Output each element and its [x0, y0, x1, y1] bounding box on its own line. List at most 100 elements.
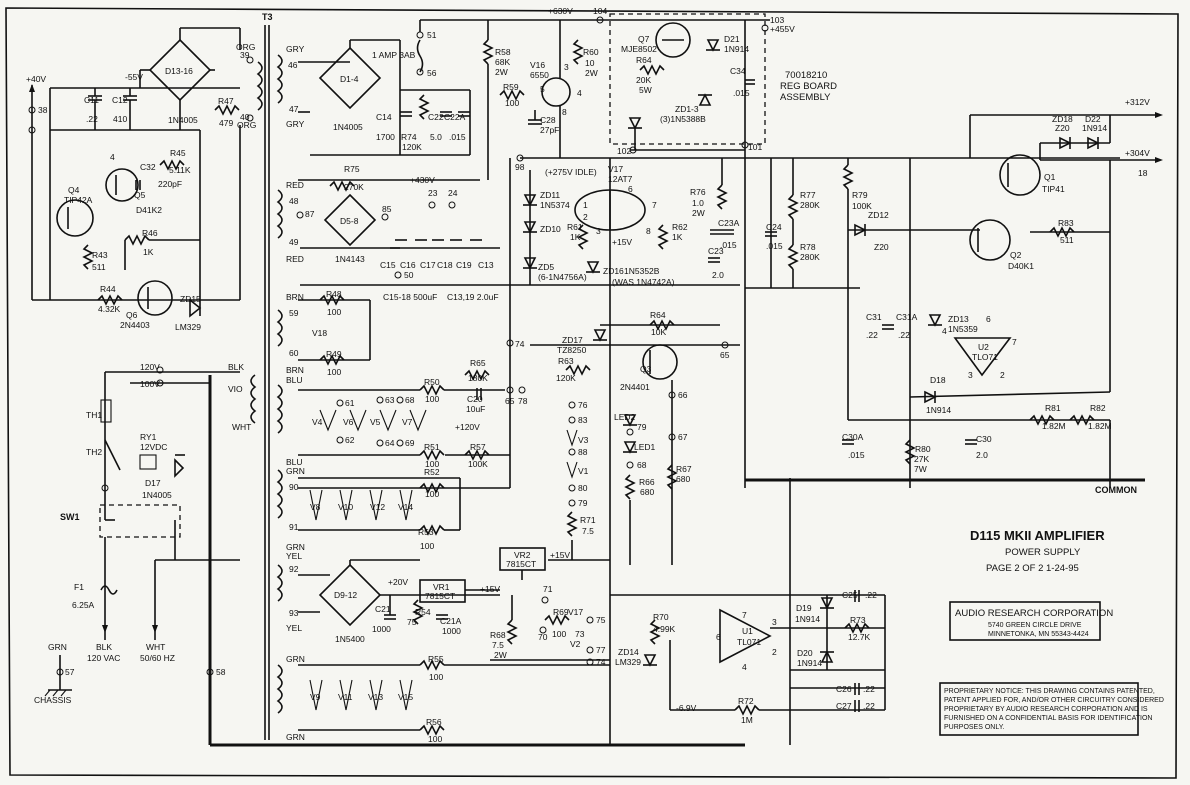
- label-r70v: 4.99K: [653, 624, 676, 634]
- label-c21av: 1000: [442, 626, 461, 636]
- label-r73v: 12.7K: [848, 632, 871, 642]
- bridge-d1-4: [318, 46, 382, 110]
- label-line4: FURNISHED ON A CONFIDENTIAL BASIS FOR ID…: [944, 715, 1152, 722]
- label-r80w: 7W: [914, 464, 927, 474]
- label-r62: R62: [672, 222, 688, 232]
- label-c19: C19: [456, 260, 472, 270]
- label-c12: C12: [112, 95, 128, 105]
- label-t5: 5: [540, 84, 545, 94]
- label-d13: D13-16: [165, 66, 193, 76]
- label-r83v: 511: [1060, 235, 1074, 245]
- label-t8: 8: [562, 107, 567, 117]
- label-r67: R67: [676, 464, 692, 474]
- label-ry1: RY1: [140, 432, 157, 442]
- label-t3: 3: [564, 62, 569, 72]
- label-t3: 3: [596, 226, 601, 236]
- label-r75: R75: [344, 164, 360, 174]
- page-number: PAGE 2 OF 2 1-24-95: [986, 563, 1079, 574]
- label-p20: +20V: [388, 577, 408, 587]
- label-t7: 7: [652, 200, 657, 210]
- label-grnyel: GRN: [286, 542, 305, 552]
- label-d58: D5-8: [340, 216, 359, 226]
- label-t79: 79: [637, 422, 647, 432]
- opamp-u1: [719, 608, 772, 664]
- label-t91: 91: [289, 522, 299, 532]
- label-r52: R52: [424, 467, 440, 477]
- label-u2v: TLO71: [972, 352, 998, 362]
- label-t74b: 74: [596, 657, 606, 667]
- label-r72: R72: [738, 696, 754, 706]
- label-common: COMMON: [1095, 485, 1137, 495]
- label-zd5: (6-1N4756A): [538, 272, 587, 282]
- label-c34: C34: [730, 66, 746, 76]
- label-r68v: 7.5: [492, 640, 504, 650]
- label-r79v: 100K: [852, 201, 872, 211]
- label-c34v: .015: [733, 88, 750, 98]
- label-d912v: 1N5400: [335, 634, 365, 644]
- label-v3: V3: [578, 435, 589, 445]
- label-t61: 61: [345, 398, 355, 408]
- label-redA: RED: [286, 180, 304, 190]
- label-c17: C17: [420, 260, 436, 270]
- label-v17v: 12AT7: [608, 174, 633, 184]
- label-r81: R81: [1045, 403, 1061, 413]
- label-r55v: 100: [429, 672, 443, 682]
- label-t6: 6: [716, 632, 721, 642]
- label-r48: R48: [326, 289, 342, 299]
- label-t87: 87: [305, 209, 315, 219]
- label-r53: R53: [418, 527, 434, 537]
- label-p430: +430V: [410, 175, 435, 185]
- label-address1: 5740 GREEN CIRCLE DRIVE: [988, 622, 1082, 629]
- label-f1: F1: [74, 582, 84, 592]
- label-r74v: 120K: [402, 142, 422, 152]
- label-c13_19: C13,19 2.0uF: [447, 292, 499, 302]
- label-line1: 70018210: [785, 70, 827, 81]
- label-v1: V1: [578, 466, 589, 476]
- label-c27v: .22: [863, 701, 875, 711]
- label-r79: R79: [852, 190, 868, 200]
- label-zd11v: 1N5374: [540, 200, 570, 210]
- label-t85: 85: [382, 204, 392, 214]
- label-c22av: .015: [449, 132, 466, 142]
- label-v18: V18: [312, 328, 327, 338]
- label-r80v: 27K: [914, 454, 929, 464]
- label-t93: 93: [289, 608, 299, 618]
- label-r61: R61: [567, 222, 583, 232]
- label-zd15: ZD15: [180, 294, 201, 304]
- label-c20: C20: [467, 394, 483, 404]
- proprietary-notice-box: [939, 682, 1139, 736]
- label-r57v: 100K: [468, 459, 488, 469]
- label-r44v: 4.32K: [98, 304, 121, 314]
- label-line1: PROPRIETARY NOTICE: THIS DRAWING CONTAIN…: [944, 688, 1155, 695]
- label-v100: 100V: [140, 379, 160, 389]
- label-r43v: 511: [92, 262, 106, 272]
- label-v16: V16: [530, 60, 545, 70]
- label-q2v: D40K1: [1008, 261, 1034, 271]
- label-name: AUDIO RESEARCH CORPORATION: [955, 608, 1113, 619]
- label-r66v: 680: [640, 487, 654, 497]
- label-r54v: 75: [407, 617, 417, 627]
- label-r56: R56: [426, 717, 442, 727]
- label-r58: R58: [495, 47, 511, 57]
- label-gryB: GRY: [286, 119, 305, 129]
- label-d21: D21: [724, 34, 740, 44]
- label-r65: R65: [470, 358, 486, 368]
- label-r49: R49: [326, 349, 342, 359]
- label-v120: 120V: [140, 362, 160, 372]
- label-fuse_line: 1 AMP 3AB: [372, 50, 416, 60]
- label-t69: 69: [405, 438, 415, 448]
- label-t40: 40: [240, 112, 250, 122]
- label-v17: V17: [608, 164, 623, 174]
- label-v2: V2: [570, 639, 581, 649]
- label-q3: Q3: [640, 364, 652, 374]
- bridge-d5-8: [323, 193, 377, 247]
- label-c22: C22: [428, 112, 444, 122]
- label-p40: +40V: [26, 74, 46, 84]
